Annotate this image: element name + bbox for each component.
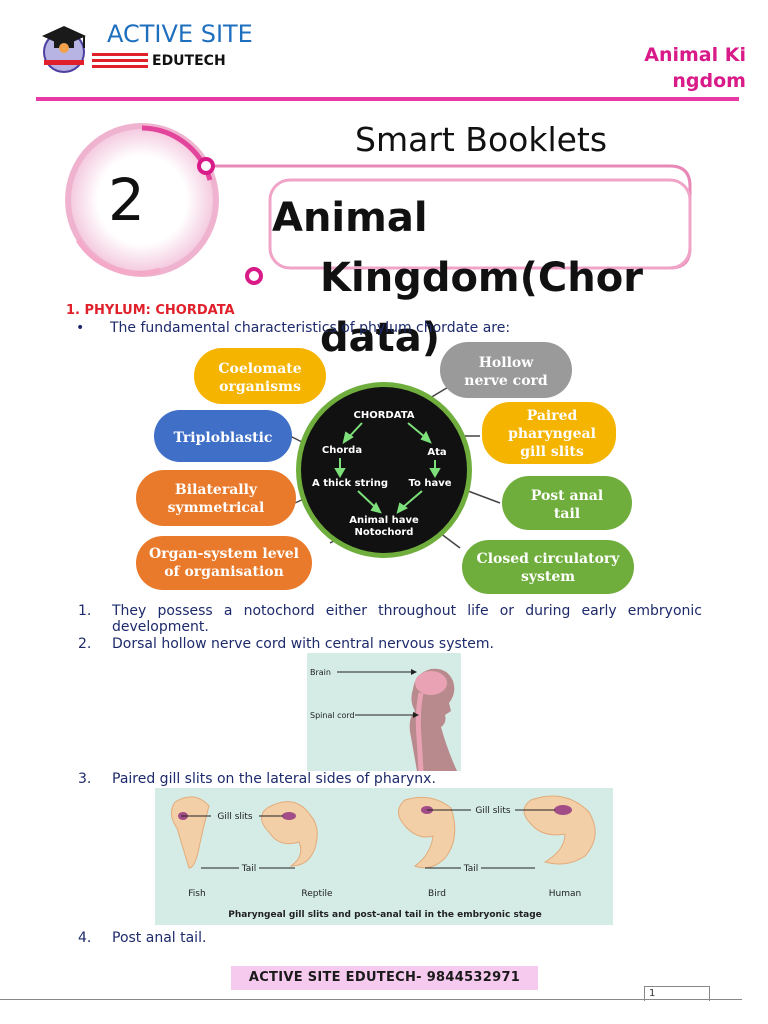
center-notochord: Notochord xyxy=(355,527,414,538)
list-text: Paired gill slits on the lateral sides o… xyxy=(112,771,436,787)
label-tail-right: Tail xyxy=(463,864,479,874)
list-item: 4. Post anal tail. xyxy=(78,930,718,946)
bubble-organ-system-l2: of organisation xyxy=(164,564,284,580)
brand-stripe xyxy=(92,65,148,68)
list-item: 2. Dorsal hollow nerve cord with central… xyxy=(78,636,718,652)
list-item: 3. Paired gill slits on the lateral side… xyxy=(78,771,718,787)
list-text: Dorsal hollow nerve cord with central ne… xyxy=(112,636,494,652)
bubble-gill-l3: gill slits xyxy=(520,444,584,460)
chapter-title-line3: data) xyxy=(320,315,441,361)
bubble-closed-circ-l1: Closed circulatory xyxy=(477,551,621,567)
graduation-cap-logo xyxy=(42,26,86,73)
embryo-gill-slits-figure: Gill slits Gill slits Tail Tail Fish Rep… xyxy=(155,788,613,925)
bubble-triploblastic: Triploblastic xyxy=(174,430,273,446)
header-divider xyxy=(36,97,739,101)
chapter-title-line1: Animal xyxy=(272,195,428,241)
bubble-bilateral-l1: Bilaterally xyxy=(175,482,258,498)
bubble-coelomate-l1: Coelomate xyxy=(218,361,301,377)
chordata-characteristics-diagram: CHORDATA Chorda Ata A thick string To ha… xyxy=(136,342,634,594)
list-number: 3. xyxy=(78,771,92,787)
page-number: 1 xyxy=(644,986,710,1001)
bubble-hollow-l1: Hollow xyxy=(479,355,535,371)
header-topic: Animal Kingdom xyxy=(644,44,746,92)
label-gill-slits-right: Gill slits xyxy=(475,806,511,816)
booklet-label: Smart Booklets xyxy=(355,120,608,159)
chapter-title: Animal Kingdom(Chor data) xyxy=(272,188,702,368)
intro-text: The fundamental characteristics of phylu… xyxy=(110,320,511,336)
bubble-coelomate-l2: organisms xyxy=(219,379,301,395)
label-brain: Brain xyxy=(310,668,331,677)
embryo-caption: Pharyngeal gill slits and post-anal tail… xyxy=(228,910,542,920)
center-thick-string: A thick string xyxy=(312,478,388,489)
bubble-organ-system-l1: Organ-system level xyxy=(149,546,299,562)
center-ata: Ata xyxy=(427,447,446,458)
label-human: Human xyxy=(549,889,581,899)
label-gill-slits-left: Gill slits xyxy=(217,812,253,822)
center-chorda: Chorda xyxy=(322,445,362,456)
title-decoration xyxy=(65,123,692,285)
list-number: 2. xyxy=(78,636,92,652)
label-reptile: Reptile xyxy=(301,889,333,899)
list-number: 1. xyxy=(78,603,92,619)
footer-divider xyxy=(0,999,742,1000)
bubble-gill-l1: Paired xyxy=(527,408,578,424)
label-fish: Fish xyxy=(188,889,205,899)
brand-stripe xyxy=(92,59,148,62)
bullet-dot: • xyxy=(76,320,85,336)
footer-contact: ACTIVE SITE EDUTECH- 9844532971 xyxy=(231,966,538,990)
brain-spinal-cord-figure: Brain Spinal cord xyxy=(307,653,461,771)
brand-name: ACTIVE SITE xyxy=(107,20,253,48)
list-text: They possess a notochord either througho… xyxy=(112,603,702,635)
bubble-bilateral-l2: symmetrical xyxy=(168,500,265,516)
center-title: CHORDATA xyxy=(354,410,415,421)
intro-bullet: • The fundamental characteristics of phyl… xyxy=(76,320,510,336)
bubble-closed-circ-l2: system xyxy=(521,569,575,585)
bubble-post-anal-l1: Post anal xyxy=(531,488,603,504)
brand-stripe xyxy=(92,53,148,56)
list-item: 1. They possess a notochord either throu… xyxy=(78,603,718,637)
center-to-have: To have xyxy=(408,478,451,489)
bubble-post-anal-l2: tail xyxy=(554,506,580,522)
brand-subtitle: EDUTECH xyxy=(152,53,226,69)
bubble-hollow-l2: nerve cord xyxy=(464,373,548,389)
list-number: 4. xyxy=(78,930,92,946)
section-heading: 1. PHYLUM: CHORDATA xyxy=(66,303,235,318)
chapter-number: 2 xyxy=(108,166,145,234)
label-spinal-cord: Spinal cord xyxy=(310,711,355,720)
chapter-title-line2: Kingdom(Chor xyxy=(320,255,643,301)
label-tail-left: Tail xyxy=(241,864,257,874)
label-bird: Bird xyxy=(428,889,446,899)
center-animal-have: Animal have xyxy=(349,515,419,526)
list-text: Post anal tail. xyxy=(112,930,207,946)
bubble-gill-l2: pharyngeal xyxy=(508,426,596,442)
